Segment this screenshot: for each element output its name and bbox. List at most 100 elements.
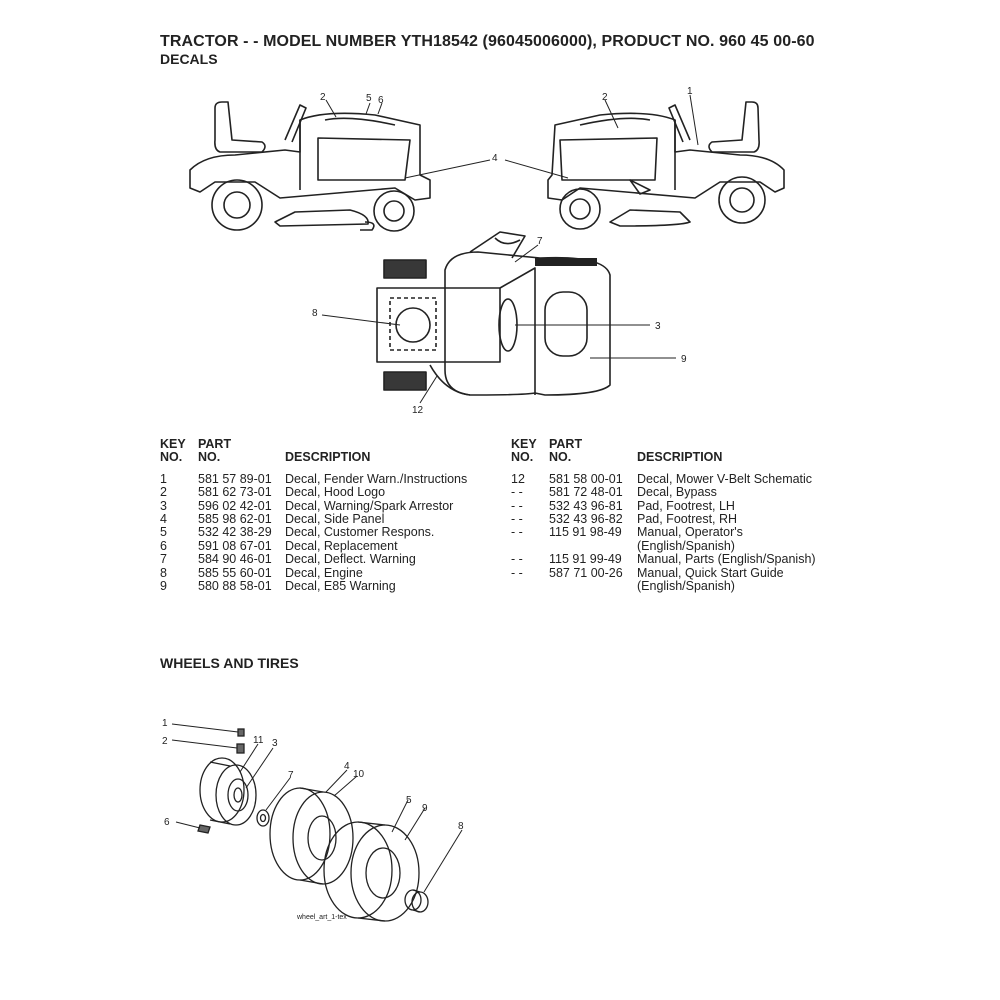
part-number: 591 08 67-01	[198, 538, 272, 553]
part-number	[549, 540, 637, 553]
art-caption: wheel_art_1-tex	[296, 914, 347, 921]
key-number: - -	[511, 498, 523, 513]
part-number: 115 91 98-49	[549, 525, 622, 540]
description: Decal, Fender Warn./Instructions	[285, 471, 468, 486]
key-number: - -	[511, 485, 523, 500]
description: Decal, Hood Logo	[285, 485, 386, 500]
key-number: - -	[511, 565, 523, 580]
key-number: NO.	[160, 450, 183, 465]
description: Decal, E85 Warning	[285, 579, 396, 594]
table-row: (English/Spanish)	[511, 538, 816, 553]
part-number: 581 62 73-01	[198, 485, 272, 500]
callout-5-left: 5	[366, 93, 372, 104]
key-number: 7	[160, 552, 167, 567]
table-row: 9 580 88 58-01 Decal, E85 Warning	[160, 579, 467, 594]
description: (English/Spanish)	[637, 538, 735, 553]
section-title-wheels: WHEELS AND TIRES	[160, 655, 299, 671]
part-number: 581 58 00-01	[549, 471, 623, 486]
key-number: 12	[511, 471, 525, 486]
part-number: 532 42 38-29	[198, 525, 272, 540]
part-number: 580 88 58-01	[198, 579, 272, 594]
callout-3: 3	[655, 321, 661, 332]
callout-6-left: 6	[378, 95, 384, 106]
description: DESCRIPTION	[637, 450, 723, 465]
key-number: - -	[511, 525, 523, 540]
callout-labels: 2 5 6 2 1 4 7 8 3 9 12	[312, 86, 693, 416]
tractor-left-illustration	[189, 101, 431, 232]
part-number: 581 57 89-01	[198, 471, 272, 486]
key-number: 3	[160, 498, 167, 513]
key-number: 4	[160, 512, 167, 527]
part-number: 587 71 00-26	[549, 565, 623, 580]
table-header-row: KEY PART	[160, 437, 467, 451]
part-number: 532 43 96-81	[549, 498, 623, 513]
description: Decal, Side Panel	[285, 512, 385, 527]
key-number: KEY	[511, 437, 537, 451]
table-row: - - 115 91 99-49 Manual, Parts (English/Sp…	[511, 552, 816, 567]
key-number: - -	[511, 552, 523, 567]
wheel-callout-11: 11	[253, 735, 264, 746]
wheel-callout-6: 6	[164, 817, 170, 828]
wheel-callout-10: 10	[353, 769, 365, 780]
key-number: 2	[160, 485, 167, 500]
table-row: (English/Spanish)	[511, 579, 816, 594]
part-number: 115 91 99-49	[549, 552, 622, 567]
part-number: PART	[198, 437, 232, 451]
table-header-row: NO.NO.DESCRIPTION	[511, 450, 816, 465]
description: Decal, Bypass	[637, 485, 717, 500]
key-number: 1	[160, 471, 167, 486]
table-row: 7 584 90 46-01 Decal, Deflect. Warning	[160, 552, 467, 567]
table-row: - - 115 91 98-49 Manual, Operator's	[511, 525, 816, 540]
table-row: 1 581 57 89-01 Decal, Fender Warn./Instruc…	[160, 471, 468, 486]
table-row: 2 581 62 73-01 Decal, Hood Logo	[160, 485, 467, 500]
table-header-row: KEY PART	[511, 437, 816, 451]
wheel-callout-1: 1	[162, 718, 168, 729]
description: Decal, Deflect. Warning	[285, 552, 416, 567]
key-number: 6	[160, 538, 167, 553]
part-number: NO.	[198, 450, 221, 465]
description: Decal, Replacement	[285, 538, 398, 553]
key-number: - -	[511, 512, 523, 527]
description: Manual, Operator's	[637, 525, 743, 540]
key-number	[511, 580, 549, 593]
description: (English/Spanish)	[637, 579, 735, 594]
wheel-callout-8: 8	[458, 821, 464, 832]
description: Decal, Customer Respons.	[285, 525, 435, 540]
key-number	[511, 540, 549, 553]
table-row: 6 591 08 67-01 Decal, Replacement	[160, 538, 467, 553]
description: Manual, Parts (English/Spanish)	[637, 552, 816, 567]
part-number: 584 90 46-01	[198, 552, 272, 567]
valve-cap	[237, 728, 245, 737]
table-header-row: NO.NO.DESCRIPTION	[160, 450, 467, 465]
key-number: KEY	[160, 437, 186, 451]
callout-12: 12	[412, 405, 424, 416]
callout-8: 8	[312, 308, 318, 319]
decals-diagram: 2 5 6 2 1 4 7 8 3 9 12	[189, 86, 785, 416]
tractor-top-illustration	[376, 231, 611, 396]
rear-bushing	[404, 889, 429, 913]
valve-stem	[236, 743, 245, 754]
bushing	[256, 809, 270, 827]
callout-1-right: 1	[687, 86, 693, 97]
part-number: NO.	[549, 450, 572, 465]
callout-4: 4	[492, 153, 498, 164]
table-row: 12 581 58 00-01 Decal, Mower V-Belt Schema…	[511, 471, 816, 486]
section-title-decals: DECALS	[160, 51, 218, 67]
part-number: 532 43 96-82	[549, 512, 623, 527]
key-number: 9	[160, 579, 167, 594]
description: Decal, Mower V-Belt Schematic	[637, 471, 813, 486]
callout-9: 9	[681, 354, 687, 365]
page-title: TRACTOR - - MODEL NUMBER YTH18542 (96045…	[160, 33, 815, 50]
callout-2-left: 2	[320, 92, 326, 103]
wheel-callout-2: 2	[162, 736, 168, 747]
part-number: 596 02 42-01	[198, 498, 272, 513]
part-number: PART	[549, 437, 583, 451]
